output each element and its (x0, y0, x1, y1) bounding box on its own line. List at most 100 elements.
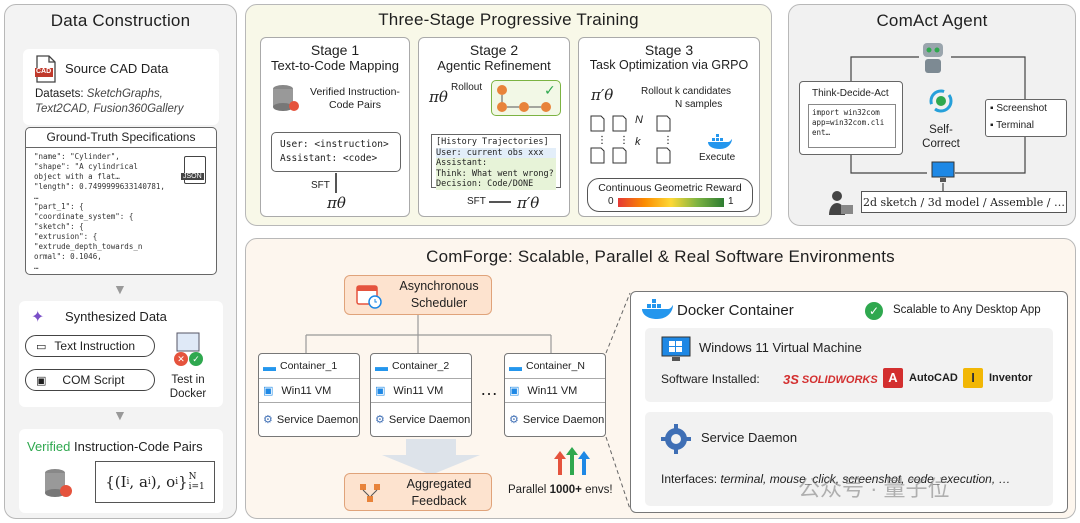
inventor-label: Inventor (989, 372, 1033, 384)
stage2-decision-line: Decision: Code/DONE (436, 179, 556, 190)
json-line: "length": 0.7499999633140781, (34, 182, 165, 191)
self-correct-icon (927, 87, 955, 115)
script-window-icon: ▣ (36, 374, 47, 387)
stage2-assistant-line: Assistant: (436, 158, 556, 169)
stage1-title: Stage 1 (310, 42, 360, 58)
self-correct-label: Self-Correct (922, 124, 960, 150)
docker-detail-box: Docker Container ✓ Scalable to Any Deskt… (630, 291, 1068, 513)
container-1-vm: Win11 VM (281, 384, 332, 397)
stage1-dialog-box: User: <instruction> Assistant: <code> (271, 132, 401, 172)
container-2: ▬ Container_2 ▣ Win11 VM ⚙ Service Daemo… (370, 353, 472, 437)
container-2-vm-row: ▣ Win11 VM (371, 378, 471, 402)
json-snippet: "name": "Cylinder","shape": "A cylindric… (34, 152, 165, 272)
container-n-daemon: Service Daemon (522, 413, 605, 426)
terminal-row: ▪ Terminal (990, 120, 1034, 131)
stage2-user-line: User: current obs xxx (436, 147, 556, 158)
parallel-post: envs! (581, 484, 613, 496)
stage1-subtitle: Text-to-Code Mapping (271, 58, 399, 73)
scheduler-label: Asynchronous Scheduler (399, 279, 479, 310)
json-line: "name": "Cylinder", (34, 152, 120, 161)
stage2-sft-label: SFT (467, 196, 486, 207)
verified-rest: Instruction-Code Pairs (70, 439, 203, 454)
test-in-docker-label: Test in Docker (169, 374, 207, 400)
windows-logo-icon (661, 336, 691, 367)
task-bar: 2d sketch / 3d model / Assemble / … (861, 191, 1067, 213)
stage2-trajectory-box: ✓ (491, 80, 561, 116)
stage3-samples-label: N samples (675, 99, 723, 110)
verified-title: Verified Instruction-Code Pairs (27, 439, 203, 454)
stage2-title: Stage 2 (469, 42, 519, 58)
scheduler-box: Asynchronous Scheduler (344, 275, 492, 315)
calendar-clock-icon (355, 282, 383, 315)
windows-vm-label: Windows 11 Virtual Machine (699, 340, 862, 355)
chat-icon: ▭ (36, 340, 47, 353)
json-line: ormal": 0.1046, (34, 252, 102, 261)
container-2-vm: Win11 VM (393, 384, 444, 397)
container-1-daemon-row: ⚙ Service Daemon (259, 402, 359, 436)
svg-text:⋮: ⋮ (663, 135, 673, 146)
container-1: ▬ Container_1 ▣ Win11 VM ⚙ Service Daemo… (258, 353, 360, 437)
terminal-label: Terminal (996, 120, 1034, 131)
json-line: object with a flat… (34, 172, 120, 181)
training-title: Three-Stage Progressive Training (378, 10, 639, 29)
stage1-user-line: User: <instruction> (280, 139, 389, 150)
container-2-header: ▬ Container_2 (371, 354, 471, 378)
verified-word: Verified (27, 439, 71, 454)
source-cad-card: CAD Source CAD Data Datasets: SketchGrap… (23, 49, 219, 125)
svg-text:✓: ✓ (544, 82, 556, 98)
json-line: "extrusion": { (34, 232, 98, 241)
stage2-history-title: [History Trajectories] (436, 137, 549, 147)
json-line: "shape": "A cylindrical (34, 162, 138, 171)
test-docker-icon: ✕✓ (171, 331, 205, 367)
container-n-docker-icon: ▬ (509, 358, 522, 374)
formula-i2: i (147, 477, 151, 487)
svg-text:⋮: ⋮ (597, 135, 607, 146)
ground-truth-box: Ground-Truth Specifications JSON "name":… (25, 127, 217, 275)
solidworks-logo: 3S SOLIDWORKS (783, 372, 878, 387)
formula-part-d: } (178, 473, 188, 491)
stage1-arrow (335, 173, 337, 193)
training-panel: Three-Stage Progressive Training Stage 1… (245, 4, 772, 226)
service-daemon-label: Service Daemon (701, 430, 798, 445)
solidworks-ds-icon: 3S (783, 372, 799, 387)
code-line: app=win32com.cli (812, 118, 885, 127)
container-1-docker-icon: ▬ (263, 358, 276, 374)
interfaces-label: Interfaces: (661, 472, 721, 486)
parallel-pre: Parallel (508, 484, 550, 496)
source-cad-label: Source CAD Data (65, 61, 169, 76)
reward-box: Continuous Geometric Reward 0 1 (587, 178, 753, 212)
database-gear-icon (43, 467, 73, 499)
feedback-box: Aggregated Feedback (344, 473, 492, 511)
container-1-windows-icon: ▣ (263, 385, 274, 397)
stage2-policy-prime: π′θ (517, 194, 540, 212)
json-line: … (34, 192, 39, 201)
container-n-name: Container_N (526, 360, 585, 372)
container-1-name: Container_1 (280, 360, 338, 372)
container-2-daemon-row: ⚙ Service Daemon (371, 402, 471, 436)
datasets-prefix: Datasets: (35, 88, 84, 100)
agent-title: ComAct Agent (876, 11, 988, 30)
json-line: … (34, 262, 39, 271)
stage1-verified-label: Verified Instruction-Code Pairs (310, 86, 400, 111)
scalable-label: Scalable to Any Desktop App (893, 304, 1041, 316)
terminal-icon: ▪ (990, 120, 994, 131)
formula-sup: N (188, 472, 197, 482)
container-2-windows-icon: ▣ (375, 385, 386, 397)
arrow-down-1: ▼ (113, 281, 127, 297)
json-line: "sketch": { (34, 222, 84, 231)
comforge-title: ComForge: Scalable, Parallel & Real Soft… (426, 247, 895, 266)
stage3-policy-prime: π′θ (591, 86, 614, 104)
reward-max: 1 (728, 196, 734, 207)
formula-i: i (126, 477, 130, 487)
svg-text:✕: ✕ (177, 354, 185, 364)
stage3-execute-label: Execute (699, 152, 736, 163)
reward-min: 0 (608, 196, 614, 207)
software-installed-label: Software Installed: (661, 372, 760, 386)
green-check-icon: ✓ (865, 302, 883, 320)
reward-gradient (618, 198, 724, 207)
container-2-daemon: Service Daemon (388, 413, 471, 426)
